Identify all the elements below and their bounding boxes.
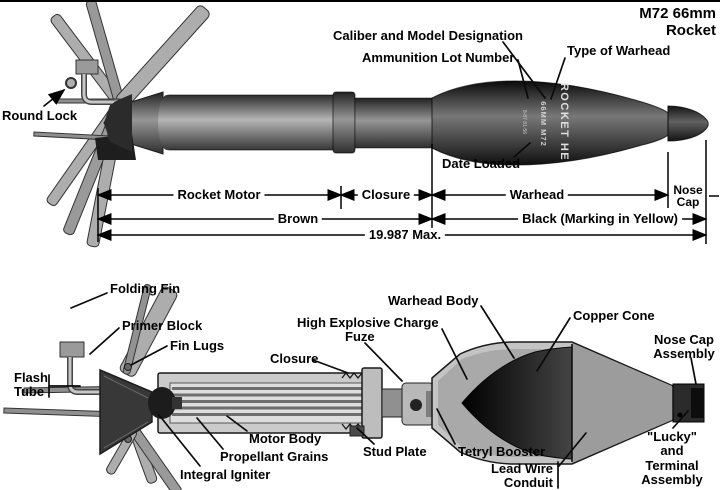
label-folding-fin: Folding Fin — [110, 281, 181, 296]
warhead-exterior — [431, 80, 669, 166]
label-date-loaded: Date Loaded — [442, 156, 521, 171]
nose-cap-part — [667, 105, 709, 142]
svg-text:ROCKET HE: ROCKET HE — [558, 83, 570, 161]
label-lucky-terminal: "Lucky" and Terminal Assembly — [641, 429, 703, 487]
stud-plate-part — [349, 425, 365, 437]
dim-warhead: Warhead — [505, 187, 569, 203]
bottom-rocket-illustration — [3, 284, 705, 490]
label-integral-igniter: Integral Igniter — [180, 467, 271, 482]
label-round-lock: Round Lock — [2, 108, 78, 123]
label-propellant-grains: Propellant Grains — [220, 449, 329, 464]
label-fin-lugs: Fin Lugs — [170, 338, 225, 353]
dim-black-marking: Black (Marking in Yellow) — [518, 211, 682, 227]
integral-igniter-part — [148, 387, 176, 419]
label-fuze: Fuze — [345, 329, 375, 344]
dim-brown: Brown — [273, 211, 323, 227]
dim-nose-cap: Nose Cap — [673, 183, 703, 209]
label-ammo-lot: Ammunition Lot Number — [362, 50, 515, 65]
label-copper-cone: Copper Cone — [573, 308, 655, 323]
svg-text:8-87 81-56: 8-87 81-56 — [521, 110, 527, 134]
label-nose-cap-assembly: Nose Cap Assembly — [653, 332, 715, 362]
label-stud-plate: Stud Plate — [363, 444, 427, 459]
label-caliber-model: Caliber and Model Designation — [333, 28, 523, 43]
dim-overall-length: 19.987 Max. — [364, 227, 446, 243]
top-rocket-illustration: ROCKET HE 66MM M72 8-87 81-56 — [33, 2, 709, 248]
round-lock-part — [65, 77, 77, 89]
label-tetryl-booster: Tetryl Booster — [458, 444, 546, 459]
label-primer-block: Primer Block — [122, 318, 203, 333]
label-warhead-type: Type of Warhead — [567, 43, 671, 58]
svg-text:66MM M72: 66MM M72 — [539, 101, 548, 147]
label-warhead-body: Warhead Body — [388, 293, 479, 308]
dim-closure: Closure — [357, 187, 415, 203]
label-high-explosive: High Explosive Charge — [297, 315, 439, 330]
dim-rocket-motor: Rocket Motor — [173, 187, 265, 203]
label-closure-bottom: Closure — [270, 351, 319, 366]
warhead-marking-text: ROCKET HE 66MM M72 8-87 81-56 — [521, 83, 570, 161]
label-flash-tube: Flash Tube — [14, 370, 48, 400]
label-motor-body: Motor Body — [249, 431, 322, 446]
leader-lines — [43, 41, 697, 489]
propellant-grain-stripes — [172, 387, 362, 416]
label-lead-wire-conduit: Lead Wire Conduit — [490, 461, 553, 490]
page-title: M72 66mm Rocket — [639, 5, 716, 39]
